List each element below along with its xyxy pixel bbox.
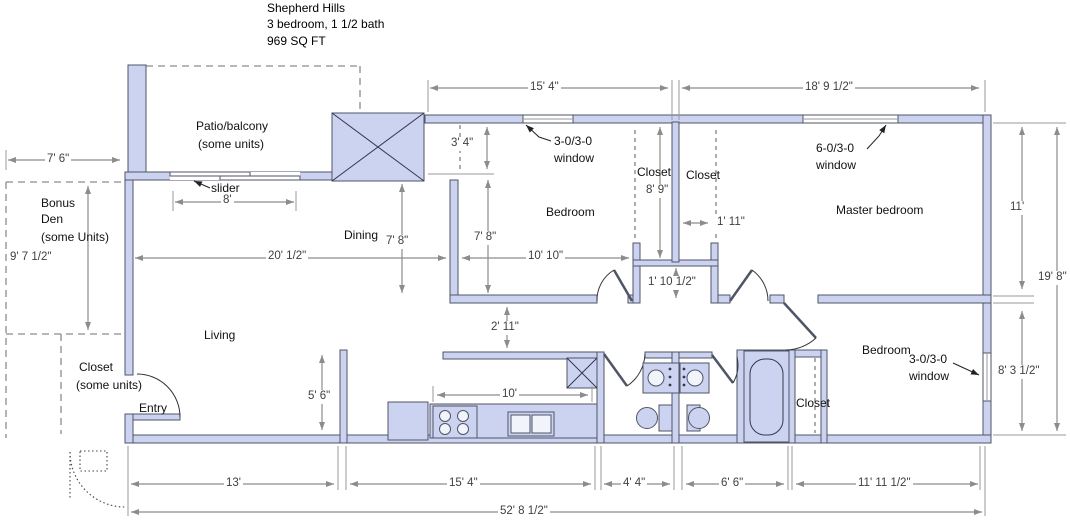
master-door-leaf: [728, 269, 754, 302]
wall-kitchen-west: [339, 349, 348, 444]
dim-top-mid: 15' 4": [528, 81, 561, 95]
dim-bottom-bath2: 6' 6": [719, 477, 746, 491]
wall-bedroom-south: [449, 294, 598, 304]
wall-closet-br-east: [820, 349, 828, 444]
room-label-bedroom-mid: Bedroom: [546, 205, 595, 219]
window3-leader: [952, 362, 980, 376]
dim-bottom-kitchen: 15' 4": [447, 477, 480, 491]
wall-linen-east: [710, 242, 719, 304]
plan-specs: 3 bedroom, 1 1/2 bath: [267, 17, 385, 31]
dim-bedroom-br-height: 8' 3 1/2": [996, 365, 1042, 379]
dim-bottom-bath1: 4' 4": [621, 477, 648, 491]
room-label-closet-b: Closet: [686, 168, 721, 182]
extension-lines: [5, 80, 1066, 516]
dim-linen: 1' 10 1/2": [646, 276, 698, 290]
window2-size-label: 6-0/3-0: [816, 141, 855, 155]
optional-outlines: [5, 65, 361, 438]
window1-word-label: window: [554, 151, 595, 165]
bathtub: [743, 350, 790, 443]
entry-door-arc: [136, 373, 181, 418]
dim-bottom-living: 13': [224, 477, 243, 491]
slider-panel-a: [169, 171, 251, 177]
wall-bath-west: [596, 351, 605, 444]
toilet-2-bowl: [688, 407, 710, 429]
room-label-dining: Dining: [344, 228, 379, 242]
dim-bonus-height: 9' 7 1/2": [8, 251, 54, 265]
wall-left-upper: [124, 171, 134, 376]
fixtures: [387, 350, 790, 443]
dim-total-width: 52' 8 1/2": [498, 505, 550, 519]
doors: [136, 269, 817, 418]
room-label-living: Living: [204, 328, 236, 342]
dim-master-height: 11': [1008, 201, 1027, 215]
windows: [169, 114, 992, 402]
dim-slider-width: 8': [221, 194, 234, 208]
wall-dining-east: [449, 179, 459, 304]
dim-closet-height: 8' 9": [644, 184, 671, 198]
room-label-patio: Patio/balcony: [196, 119, 269, 133]
room-label-patio-note: (some units): [198, 137, 265, 151]
dim-dining-height: 7' 8": [384, 235, 411, 249]
dim-bedroom-width: 10' 10": [526, 250, 566, 264]
slider-leader: [193, 180, 211, 189]
dim-closet-width: 1' 11": [715, 216, 747, 230]
leader-lines: [193, 124, 980, 376]
dim-top-right: 18' 9 1/2": [803, 81, 855, 95]
room-label-closet-a: Closet: [637, 165, 672, 179]
window3-word-label: window: [909, 369, 950, 383]
bath1-door-leaf: [602, 353, 629, 387]
room-label-bedroom-br: Bedroom: [862, 343, 911, 357]
room-label-bonus-1: Bonus: [41, 196, 76, 210]
wall-bath-middle: [671, 351, 680, 444]
dim-kitchen-wall: 5' 6": [306, 390, 333, 404]
window1-leader: [525, 124, 552, 142]
window2-word-label: window: [816, 158, 857, 172]
slider-panel-b: [219, 175, 301, 181]
wall-left-lower: [124, 413, 134, 444]
window2-leader: [866, 124, 887, 150]
wall-closet-middle: [671, 121, 680, 263]
bedroom-br-door-leaf: [783, 302, 817, 339]
wall-patio-left: [127, 64, 147, 173]
wall-hall-south: [817, 294, 992, 304]
wall-linen-west: [632, 242, 641, 304]
dim-top-left-width: 7' 6": [45, 153, 72, 167]
wall-kitchen-peninsula: [442, 351, 598, 360]
dim-bed-top: 3' 4": [449, 137, 476, 151]
room-label-bonus-3: (some Units): [41, 230, 110, 244]
room-label-closet-entry-note: (some units): [76, 378, 143, 392]
dim-kitchen-width: 10': [500, 388, 519, 402]
stove: [432, 405, 478, 439]
dim-gap: 2' 11": [489, 321, 521, 335]
bedroom-door-leaf: [612, 269, 634, 302]
pantry-box: [566, 357, 598, 389]
toilet-1-bowl: [636, 407, 658, 429]
room-label-master: Master bedroom: [836, 203, 924, 217]
dim-living-width: 20' 1/2": [266, 250, 309, 264]
room-label-bonus-2: Den: [41, 212, 64, 226]
window3-size-label: 3-0/3-0: [909, 352, 948, 366]
refrigerator: [387, 401, 429, 441]
room-label-closet-br: Closet: [796, 396, 831, 410]
plan-area: 969 SQ FT: [267, 34, 326, 48]
toilet-1-tank: [658, 404, 673, 432]
dim-bedroom-height: 7' 8": [472, 231, 499, 245]
optional-stair: [69, 450, 126, 508]
slider-label: slider: [211, 181, 240, 195]
plan-title: Shepherd Hills: [267, 1, 346, 15]
walls: [124, 64, 992, 444]
bath2-door-leaf: [711, 354, 734, 384]
window1-size-label: 3-0/3-0: [554, 134, 593, 148]
dim-bottom-bedroom: 11' 11 1/2": [856, 477, 913, 491]
fireplace-box: [331, 112, 425, 182]
dim-right-height: 19' 8": [1036, 271, 1069, 285]
wall-top: [424, 114, 992, 124]
room-label-closet-entry: Closet: [79, 360, 114, 374]
room-label-entry: Entry: [139, 401, 168, 415]
